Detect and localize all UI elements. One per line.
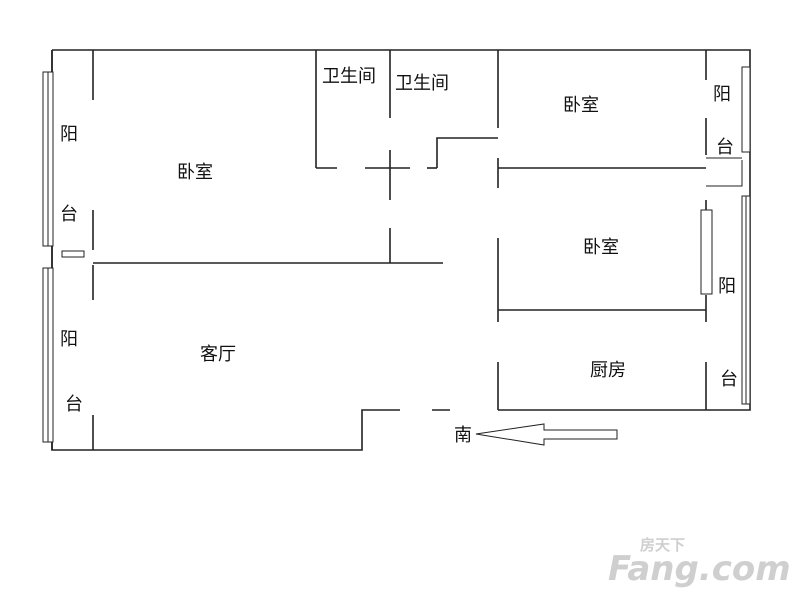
compass-label: 南: [454, 425, 472, 446]
fang-logo-brand: Fang.com: [608, 549, 791, 589]
windows: [42, 66, 751, 443]
room-bedroom-main: 卧室: [177, 162, 213, 183]
balcony-west-bottom-1: 阳: [60, 329, 78, 350]
balcony-east-top-2: 台: [716, 137, 734, 158]
room-living-room: 客厅: [200, 344, 236, 365]
balcony-east-bottom-1: 阳: [718, 276, 736, 297]
room-bedroom-e: 卧室: [583, 237, 619, 258]
window-east-top: [741, 66, 751, 153]
room-bathroom-2: 卫生间: [395, 73, 449, 94]
south-arrow: 南: [454, 423, 618, 446]
balcony-west-bottom-2: 台: [65, 394, 83, 415]
fang-logo: 房天下 Fang.com: [608, 536, 791, 589]
room-bedroom-ne: 卧室: [563, 95, 599, 116]
window-east-inner: [700, 209, 713, 295]
balcony-west-top-1: 阳: [60, 124, 78, 145]
interior-walls: [92, 50, 743, 450]
balcony-east-bottom-2: 台: [720, 369, 738, 390]
balcony-east-top-1: 阳: [713, 84, 731, 105]
outer-walls: [51, 49, 751, 451]
fang-logo-cn: 房天下: [640, 536, 685, 554]
window-west-small: [61, 250, 85, 258]
room-bathroom-1: 卫生间: [322, 66, 376, 87]
arrow-icon: [475, 423, 618, 446]
balcony-west-top-2: 台: [60, 204, 78, 225]
room-kitchen: 厨房: [590, 360, 626, 381]
